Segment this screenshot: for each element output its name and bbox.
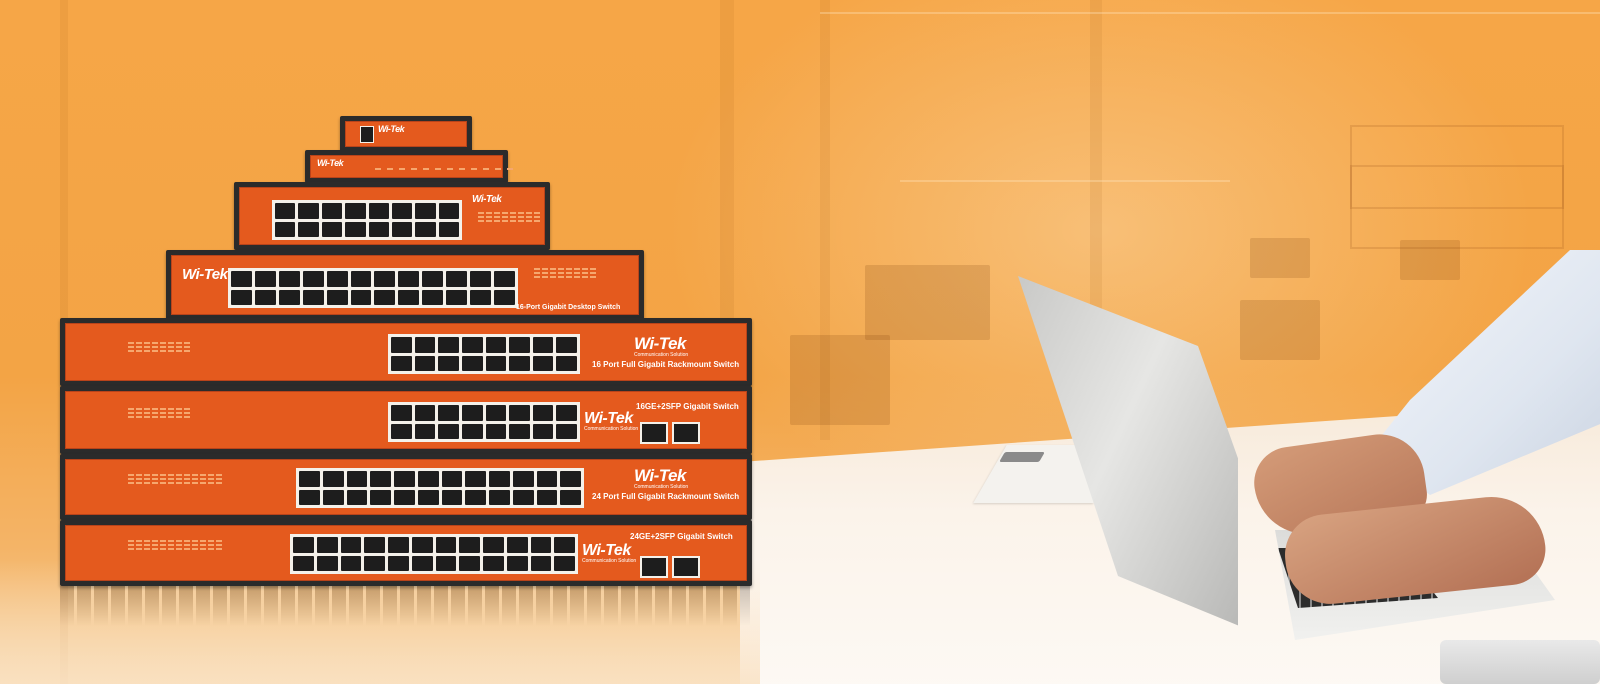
- office-chair: [790, 335, 890, 425]
- sfp-port: [640, 422, 668, 444]
- ethernet-ports: [388, 402, 580, 442]
- office-monitor: [865, 265, 990, 340]
- sfp-port: [640, 556, 668, 578]
- office-pillar: [1090, 0, 1102, 330]
- office-window-line: [900, 180, 1230, 182]
- office-chair: [1240, 300, 1320, 360]
- brand-logo: Wi-Tek: [378, 124, 405, 134]
- model-label: 16 Port Full Gigabit Rackmount Switch: [592, 360, 740, 369]
- switch-5-port: Wi-Tek: [340, 116, 472, 152]
- power-port: [360, 126, 374, 143]
- status-leds: [128, 342, 190, 352]
- status-leds: [375, 168, 513, 170]
- switch-faceplate: [310, 155, 503, 178]
- model-label: 16GE+2SFP Gigabit Switch: [636, 402, 739, 411]
- sfp-port: [672, 556, 700, 578]
- status-leds: [534, 268, 596, 278]
- switch-8-port: Wi-Tek: [305, 150, 513, 183]
- brand-logo: Wi-Tek: [472, 194, 502, 205]
- ethernet-ports: [388, 334, 580, 374]
- office-monitor: [1400, 240, 1460, 280]
- switch-16-port-desktop: Wi-Tek 16-Port Gigabit Desktop Switch: [166, 250, 644, 320]
- office-ceiling-line: [820, 12, 1600, 14]
- office-shelf: [1350, 125, 1564, 249]
- model-label: 16-Port Gigabit Desktop Switch: [516, 304, 621, 311]
- switch-16-port-compact: Wi-Tek: [234, 182, 550, 250]
- ethernet-ports: [272, 200, 462, 240]
- ethernet-ports: [296, 468, 584, 508]
- office-shelf: [1350, 165, 1564, 209]
- sfp-port: [672, 422, 700, 444]
- ethernet-ports: [290, 534, 578, 574]
- model-label: 24 Port Full Gigabit Rackmount Switch: [592, 492, 740, 501]
- office-monitor: [1250, 238, 1310, 278]
- office-pillar: [820, 0, 830, 440]
- status-leds: [128, 408, 190, 418]
- brand-logo: Wi-Tek: [317, 158, 344, 168]
- ethernet-ports: [228, 268, 518, 308]
- status-leds: [128, 540, 222, 550]
- status-leds: [128, 474, 222, 484]
- clipboard-clip: [999, 452, 1045, 462]
- smartphone: [1440, 640, 1600, 684]
- status-leds: [478, 212, 540, 222]
- model-label: 24GE+2SFP Gigabit Switch: [630, 532, 733, 541]
- switch-reflection: [60, 586, 750, 626]
- brand-logo: Wi-Tek: [182, 266, 228, 283]
